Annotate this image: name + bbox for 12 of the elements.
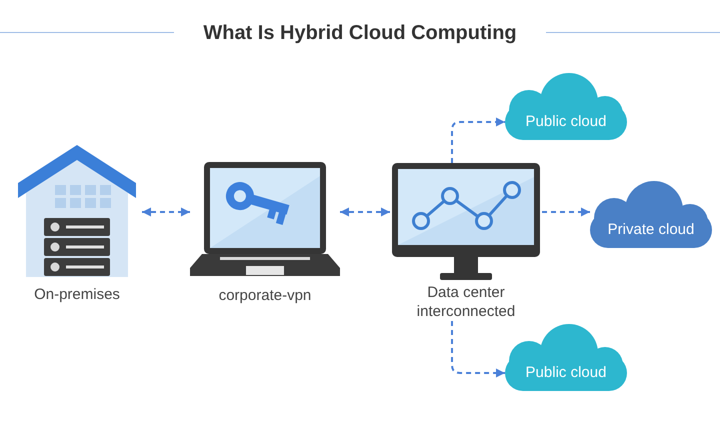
diagram-title: What Is Hybrid Cloud Computing <box>203 21 517 46</box>
dashed-arrow <box>340 208 390 216</box>
cloud-label: Public cloud <box>526 363 606 383</box>
dashed-arrow <box>542 208 590 216</box>
dashed-arrow <box>451 321 505 378</box>
dashed-arrow <box>451 118 505 163</box>
dashed-arrow <box>142 208 190 216</box>
node-label: On-premises <box>34 285 120 304</box>
cloud-label: Private cloud <box>608 220 694 240</box>
node-label: corporate-vpn <box>218 286 312 305</box>
node-label: Data center interconnected <box>416 283 516 321</box>
cloud-label: Public cloud <box>526 112 606 132</box>
